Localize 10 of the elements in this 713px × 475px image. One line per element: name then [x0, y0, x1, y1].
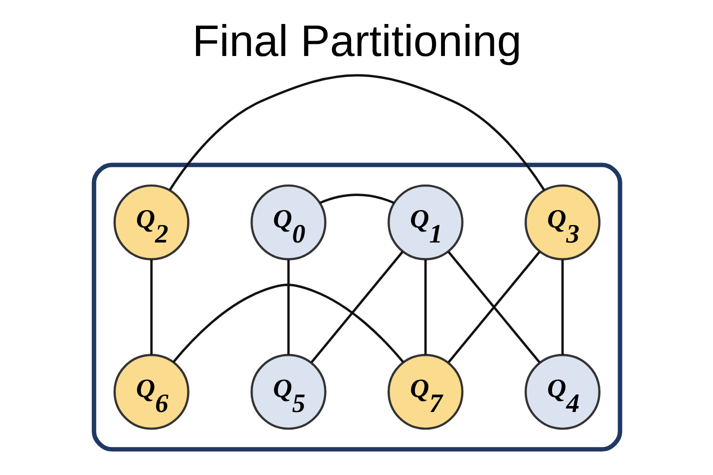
connector: [424, 259, 426, 354]
connector: [560, 259, 564, 354]
connector: [172, 283, 404, 362]
connector: [310, 250, 403, 363]
connector: [286, 259, 290, 354]
cluster: [91, 162, 622, 452]
connector: [168, 74, 545, 190]
connector: [319, 193, 394, 204]
diagram-title: Final Partitioning: [192, 16, 522, 66]
connector: [150, 259, 152, 354]
